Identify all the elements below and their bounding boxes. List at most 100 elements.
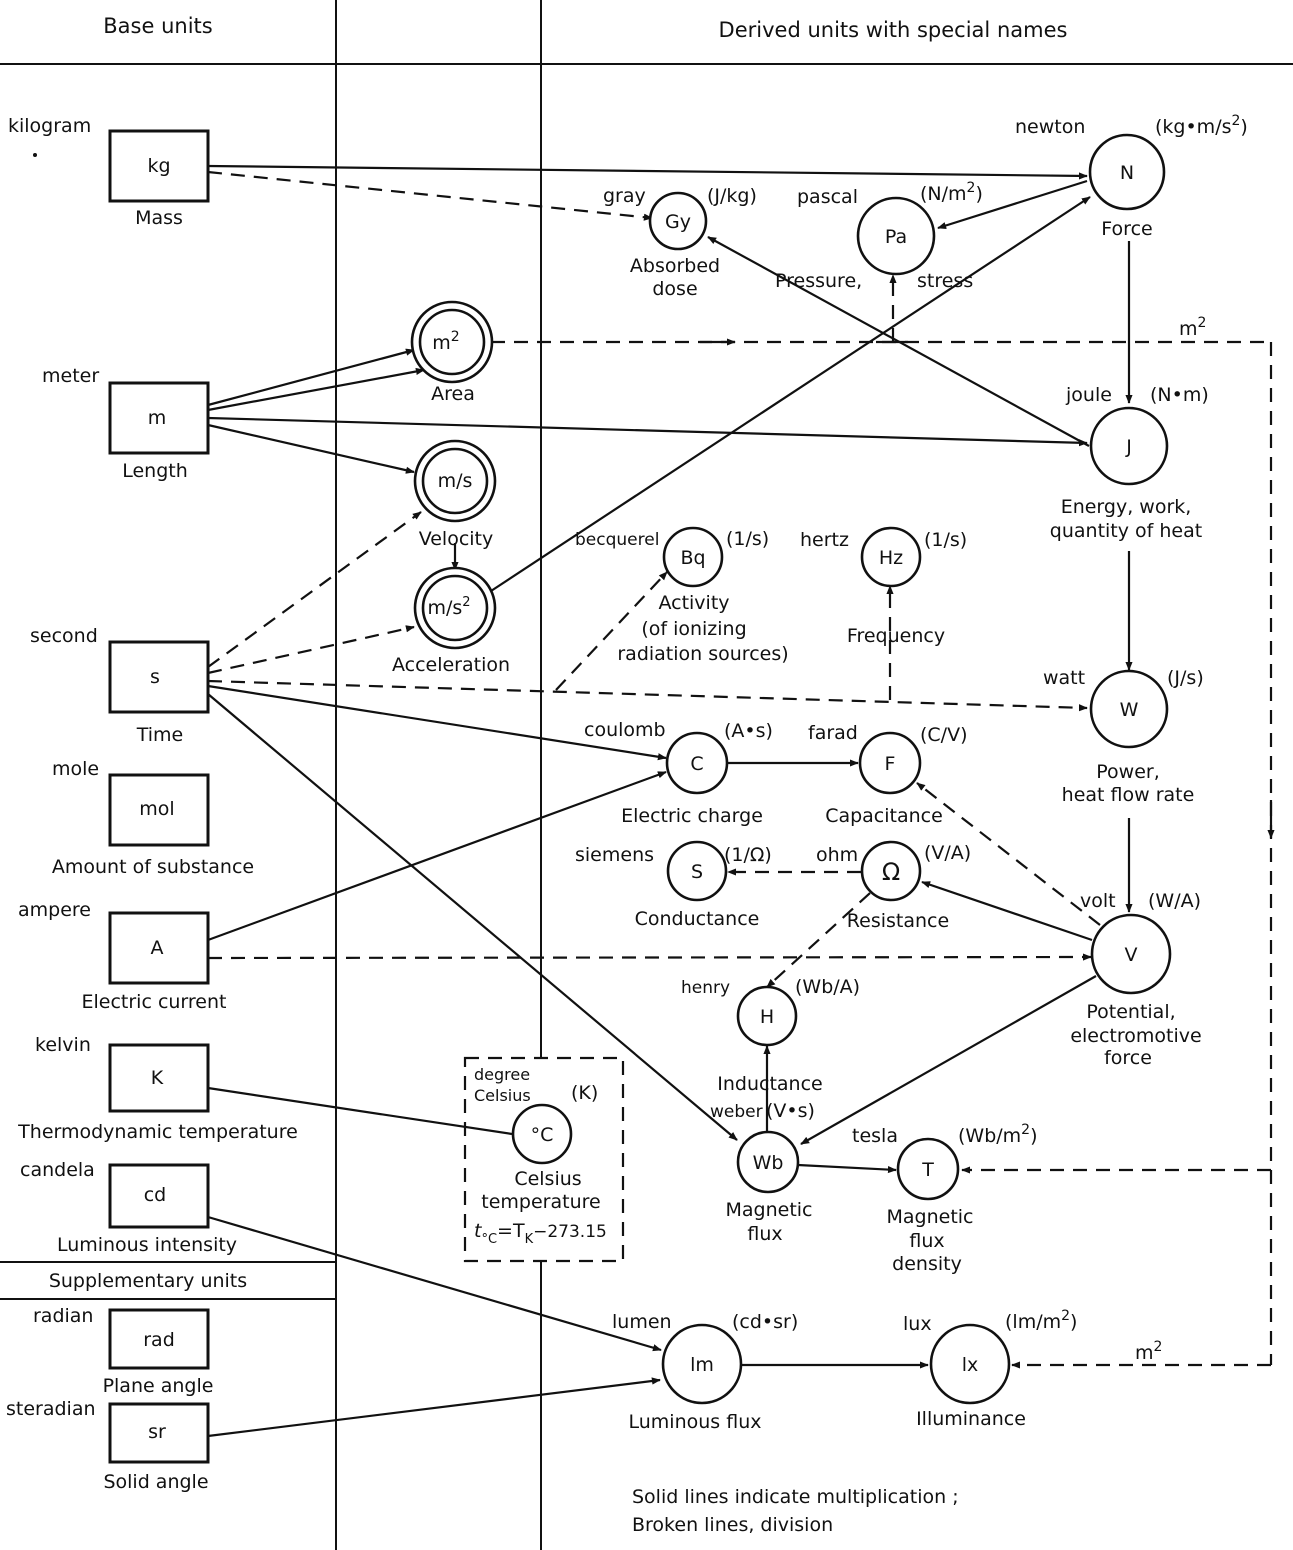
svg-text:electromotive: electromotive: [1070, 1025, 1201, 1047]
svg-text:Magnetic: Magnetic: [725, 1199, 812, 1221]
unit-symbol: rad: [143, 1329, 175, 1351]
svg-text:V: V: [1125, 944, 1138, 966]
derived-unit-coulomb: coulomb (A•s) C Electric charge: [584, 719, 773, 827]
derived-unit-hertz: hertz (1/s) Hz Frequency: [800, 526, 967, 647]
quantity-label: Velocity: [419, 528, 494, 550]
svg-text:Frequency: Frequency: [847, 625, 945, 647]
svg-text:(1/s): (1/s): [924, 529, 967, 551]
unit-quantity: Time: [136, 724, 184, 746]
header-derived-units: Derived units with special names: [719, 18, 1068, 42]
derived-unit-joule: joule (N•m) J Energy, work, quantity of …: [1050, 384, 1209, 542]
derived-unit-pascal: pascal (N/m2) Pa Pressure, stress: [775, 180, 983, 292]
svg-text:(W/A): (W/A): [1148, 890, 1201, 912]
unit-name: steradian: [6, 1398, 96, 1420]
derived-unit-lumen: lumen (cd•sr) lm Luminous flux: [612, 1311, 798, 1433]
svg-text:pascal: pascal: [797, 186, 858, 208]
derived-unit-watt: watt (J/s) W Power, heat flow rate: [1043, 667, 1204, 806]
svg-text:radiation sources): radiation sources): [617, 643, 788, 665]
svg-text:Bq: Bq: [680, 547, 705, 569]
svg-text:Activity: Activity: [658, 592, 729, 614]
svg-text:Force: Force: [1101, 218, 1152, 240]
derived-unit-ohm: ohm (V/A) Ω Resistance: [816, 840, 971, 932]
svg-text:Wb: Wb: [753, 1152, 784, 1174]
unit-name: second: [30, 625, 98, 647]
svg-text:°C: °C: [531, 1124, 554, 1146]
unit-name: mole: [52, 758, 99, 780]
unit-symbol: A: [151, 937, 164, 959]
base-unit-A: ampere A Electric current: [18, 899, 227, 1013]
svg-text:(N•m): (N•m): [1150, 384, 1209, 406]
svg-text:Capacitance: Capacitance: [825, 805, 943, 827]
svg-text:Power,: Power,: [1096, 761, 1160, 783]
unit-quantity: Solid angle: [103, 1471, 208, 1493]
intermediate-area: m2 Area: [410, 300, 494, 405]
unit-quantity: Plane angle: [103, 1375, 214, 1397]
svg-text:density: density: [892, 1253, 962, 1275]
unit-symbol: mol: [139, 798, 174, 820]
celsius-dashed-box: [463, 1056, 625, 1263]
svg-text:lm: lm: [690, 1354, 714, 1376]
unit-symbol: s: [150, 666, 160, 688]
svg-text:H: H: [760, 1006, 774, 1028]
svg-text:force: force: [1104, 1047, 1152, 1069]
svg-text:dose: dose: [652, 278, 697, 300]
svg-text:Celsius: Celsius: [514, 1168, 581, 1190]
svg-text:heat flow rate: heat flow rate: [1062, 784, 1195, 806]
svg-text:(cd•sr): (cd•sr): [732, 1311, 798, 1333]
svg-text:W: W: [1120, 699, 1139, 721]
derived-unit-farad: farad (C/V) F Capacitance: [808, 722, 968, 827]
svg-text:(J/kg): (J/kg): [707, 185, 757, 207]
svg-text:(J/s): (J/s): [1167, 667, 1204, 689]
svg-text:Pressure,: Pressure,: [775, 270, 862, 292]
svg-text:gray: gray: [603, 185, 646, 207]
unit-quantity: Length: [122, 460, 188, 482]
svg-text:S: S: [691, 861, 703, 883]
svg-text:(Wb/A): (Wb/A): [795, 976, 860, 998]
svg-text:farad: farad: [808, 722, 858, 744]
derived-unit-lux: lux (lm/m2) lx Illuminance: [903, 1308, 1077, 1430]
svg-text:lux: lux: [903, 1313, 932, 1335]
svg-text:Conductance: Conductance: [635, 908, 760, 930]
svg-text:Pa: Pa: [885, 226, 907, 248]
base-unit-mol: mole mol Amount of substance: [52, 758, 254, 878]
svg-text:joule: joule: [1065, 384, 1112, 406]
svg-text:Inductance: Inductance: [717, 1073, 822, 1095]
svg-text:(lm/m2): (lm/m2): [1005, 1308, 1077, 1333]
svg-text:becquerel: becquerel: [575, 530, 659, 550]
derived-unit-tesla: tesla (Wb/m2) T Magnetic flux density: [852, 1122, 1038, 1275]
svg-text:T: T: [921, 1159, 934, 1181]
svg-text:henry: henry: [681, 978, 730, 998]
supplementary-unit-rad: radian rad Plane angle: [33, 1305, 213, 1397]
derived-unit-siemens: siemens (1/Ω) S Conductance: [575, 840, 772, 930]
unit-name: meter: [42, 365, 99, 387]
svg-text:newton: newton: [1015, 116, 1085, 138]
svg-text:(1/s): (1/s): [726, 528, 769, 550]
unit-name: candela: [20, 1159, 95, 1181]
svg-text:flux: flux: [747, 1223, 782, 1245]
unit-name: kilogram: [8, 115, 91, 137]
intermediate-acceleration: m/s2 Acceleration: [392, 566, 510, 676]
derived-unit-newton: newton (kg•m/s2) N Force: [1015, 113, 1248, 240]
unit-quantity: Amount of substance: [52, 856, 254, 878]
quantity-label: Area: [431, 383, 475, 405]
svg-text:Electric charge: Electric charge: [621, 805, 763, 827]
svg-text:(Wb/m2): (Wb/m2): [958, 1122, 1038, 1147]
unit-quantity: Electric current: [82, 991, 227, 1013]
svg-text:N: N: [1120, 162, 1134, 184]
svg-text:(A•s): (A•s): [724, 720, 773, 742]
svg-text:Hz: Hz: [879, 547, 903, 569]
derived-unit-henry: henry (Wb/A) H Inductance: [681, 976, 860, 1095]
unit-symbol: sr: [148, 1421, 166, 1443]
legend-line-2: Broken lines, division: [632, 1514, 833, 1536]
supplementary-unit-sr: steradian sr Solid angle: [6, 1398, 210, 1493]
svg-text:Energy, work,: Energy, work,: [1061, 496, 1192, 518]
unit-name: ampere: [18, 899, 91, 921]
derived-unit-becquerel: becquerel (1/s) Bq Activity (of ionizing…: [575, 526, 789, 665]
svg-text:stress: stress: [917, 270, 973, 292]
svg-text:temperature: temperature: [481, 1191, 600, 1213]
derived-unit-gray: gray (J/kg) Gy Absorbed dose: [603, 185, 757, 300]
base-unit-cd: candela cd Luminous intensity: [20, 1159, 237, 1256]
unit-quantity: Thermodynamic temperature: [17, 1121, 298, 1143]
